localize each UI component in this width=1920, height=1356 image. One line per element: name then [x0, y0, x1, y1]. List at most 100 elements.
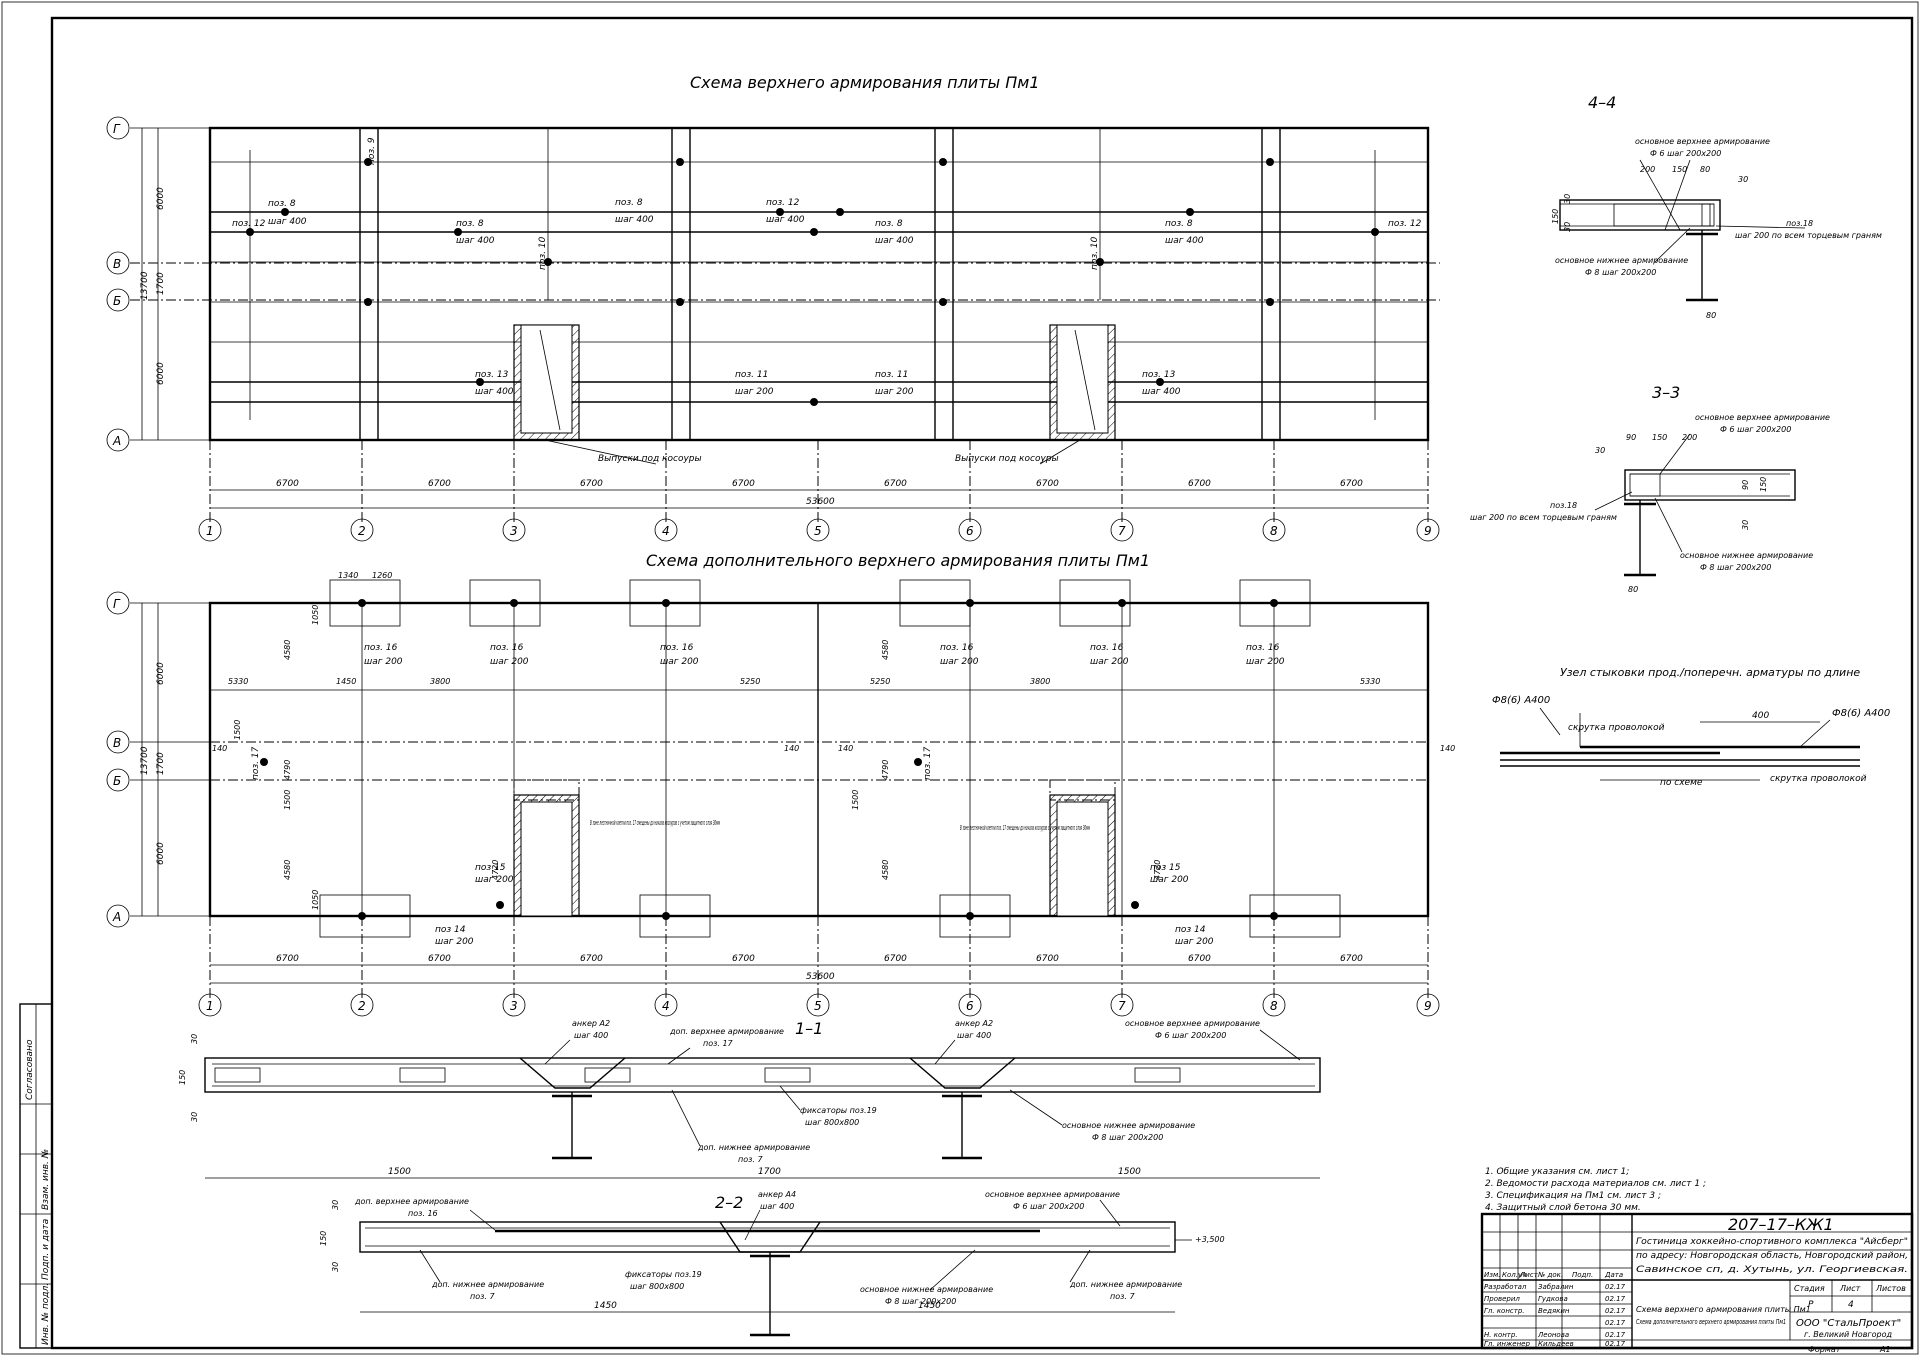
top-span-7: 6700	[1188, 479, 1211, 489]
mid-dim-1340-a: 1340	[338, 571, 358, 580]
axis-num-top-6: 6	[966, 524, 974, 538]
tb-role-5: Н. контр.	[1484, 1331, 1518, 1339]
s11-hdim-150: 150	[178, 1070, 187, 1085]
s44-lower-bar: Ф 8 шаг 200х200	[1585, 268, 1656, 277]
s11-extra-lower: доп. нижнее армирование	[697, 1143, 810, 1152]
s22-fix: фиксаторы поз.19	[625, 1270, 702, 1279]
s44-lower: основное нижнее армирование	[1555, 256, 1688, 265]
dim-top-6000-b: 6000	[156, 362, 166, 385]
s44-dim-150: 150	[1672, 165, 1687, 174]
mid-s200-a: шаг 200	[364, 657, 403, 667]
mid-s200-c: шаг 200	[660, 657, 699, 667]
s11-title: 1–1	[795, 1019, 823, 1038]
mid-dim-140-c: 140	[838, 744, 853, 753]
mid-p17-a: поз. 17	[251, 746, 261, 780]
label-s400-g: шаг 400	[475, 387, 514, 397]
s22-hdim-150: 150	[319, 1231, 328, 1246]
axis-num-top-3: 3	[510, 524, 518, 538]
s11-extra-lower-pos: поз. 7	[738, 1155, 763, 1164]
mid-s200-d: шаг 200	[940, 657, 979, 667]
label-outlet-a: Выпуски под косоуры	[598, 454, 702, 464]
note-3: 3. Спецификация на Пм1 см. лист 3 ;	[1485, 1191, 1661, 1201]
s44-dim-30a: 30	[1738, 175, 1748, 184]
note-4: 4. Защитный слой бетона 30 мм.	[1485, 1203, 1641, 1213]
s11-main-lower-bar: Ф 8 шаг 200х200	[1092, 1133, 1163, 1142]
tb-company: ООО "СтальПроект"	[1796, 1318, 1901, 1329]
dim-top-1700: 1700	[156, 272, 166, 295]
mid-p16-b: поз. 16	[490, 643, 524, 653]
top-span-8: 6700	[1340, 479, 1363, 489]
mid-dim-3800-b: 3800	[1030, 677, 1050, 686]
title-top-plan: Схема верхнего армирования плиты Пм1	[690, 73, 1040, 92]
s22-dim-1450b: 1450	[918, 1301, 941, 1311]
general-notes: 1. Общие указания см. лист 1; 2. Ведомос…	[1485, 1167, 1706, 1213]
mid-p16-c: поз. 16	[660, 643, 694, 653]
tb-role-6: Гл. инженер	[1484, 1340, 1530, 1348]
label-p8-d: поз. 8	[875, 219, 903, 229]
title-block: 207–17–КЖ1 Гостиница хоккейно-спортивног…	[1480, 1212, 1914, 1354]
mid-dim-1260-a: 1260	[372, 571, 392, 580]
dim-top-13700: 13700	[140, 271, 150, 300]
tb-role-2: Проверил	[1484, 1295, 1520, 1303]
mid-dim-5250-a: 5250	[740, 677, 760, 686]
s33-title: 3–3	[1652, 383, 1680, 402]
top-total: 53600	[806, 497, 835, 507]
joint-wire: скрутка проволокой	[1568, 723, 1665, 733]
mid-dim-4790-b: 4790	[881, 760, 890, 780]
axis-num-mid-8: 8	[1270, 999, 1278, 1013]
tb-format: А1	[1879, 1345, 1891, 1354]
mid-stair-note-b: В зоне лестничной клетки поз. 17 смещены…	[960, 824, 1090, 832]
tb-role-3: Гл. констр.	[1484, 1307, 1525, 1315]
note-1: 1. Общие указания см. лист 1;	[1485, 1167, 1629, 1177]
s44-upper-bar: Ф 6 шаг 200х200	[1650, 149, 1721, 158]
s11-anchor-stepb: шаг 400	[957, 1031, 991, 1040]
tb-sheet-title-2: Схема дополнительного верхнего армирован…	[1636, 1318, 1786, 1326]
mid-dim-4720-b: 4720	[1153, 860, 1162, 880]
axis-num-mid-7: 7	[1118, 999, 1126, 1013]
mid-p14-a: поз 14	[435, 925, 466, 935]
joint-bar-right: Ф8(6) А400	[1832, 708, 1890, 719]
s11-main-upper: основное верхнее армирование	[1125, 1019, 1260, 1028]
s22-hdim-30a: 30	[331, 1200, 340, 1210]
mid-dim-140-d: 140	[1440, 744, 1455, 753]
label-s400-h: шаг 400	[1142, 387, 1181, 397]
s44-dim-30c: 30	[1563, 222, 1572, 232]
mid-s200-i: шаг 200	[435, 937, 474, 947]
s44-dim-150b: 150	[1551, 209, 1560, 224]
mid-p14-b: поз 14	[1175, 925, 1206, 935]
s22-extra-upper: доп. верхнее армирование	[354, 1197, 469, 1206]
mid-span-1: 6700	[276, 954, 299, 964]
mid-s200-h: шаг 200	[1150, 875, 1189, 885]
mid-s200-f: шаг 200	[1246, 657, 1285, 667]
tb-role-1: Разработал	[1484, 1283, 1527, 1291]
s33-upper: основное верхнее армирование	[1695, 413, 1830, 422]
s44-p18-note: шаг 200 по всем торцевым граням	[1735, 231, 1882, 240]
s22-anchor-a4: анкер А4	[758, 1190, 796, 1199]
label-p10-b: поз. 10	[1090, 236, 1100, 270]
s33-lower-bar: Ф 8 шаг 200х200	[1700, 563, 1771, 572]
dim-mid-6000-a: 6000	[156, 662, 166, 685]
s22-anchor-step: шаг 400	[760, 1202, 794, 1211]
tb-stage: Р	[1808, 1300, 1814, 1310]
tb-hdr-list: Лист	[1519, 1271, 1539, 1279]
mid-dim-5330-b: 5330	[1360, 677, 1380, 686]
label-s200-b: шаг 200	[875, 387, 914, 397]
s11-dim-1500a: 1500	[388, 1167, 411, 1177]
label-s400-c: шаг 400	[615, 215, 654, 225]
s22-extra-lower: доп. нижнее армирование	[431, 1280, 544, 1289]
tb-code: 207–17–КЖ1	[1728, 1215, 1834, 1234]
axis-letter-mid-g: Г	[113, 597, 121, 611]
tb-sheets-h: Листов	[1875, 1284, 1906, 1293]
s44-p18: поз.18	[1786, 219, 1813, 228]
s22-fix-step: шаг 800х800	[630, 1282, 684, 1291]
axis-num-top-1: 1	[206, 524, 214, 538]
s33-upper-bar: Ф 6 шаг 200х200	[1720, 425, 1791, 434]
s33-p18-note: шаг 200 по всем торцевым граням	[1470, 513, 1617, 522]
top-span-5: 6700	[884, 479, 907, 489]
section-2-2: 2–2 анкер А4 шаг 400 доп. верхнее армиро…	[319, 1190, 1225, 1337]
s22-main-lower-bar: Ф 8 шаг 200х200	[885, 1297, 956, 1306]
s44-dim-30b: 30	[1563, 194, 1572, 204]
s11-anchor-a2: анкер А2	[572, 1019, 610, 1028]
mid-dim-1500-b: 1500	[283, 790, 292, 810]
